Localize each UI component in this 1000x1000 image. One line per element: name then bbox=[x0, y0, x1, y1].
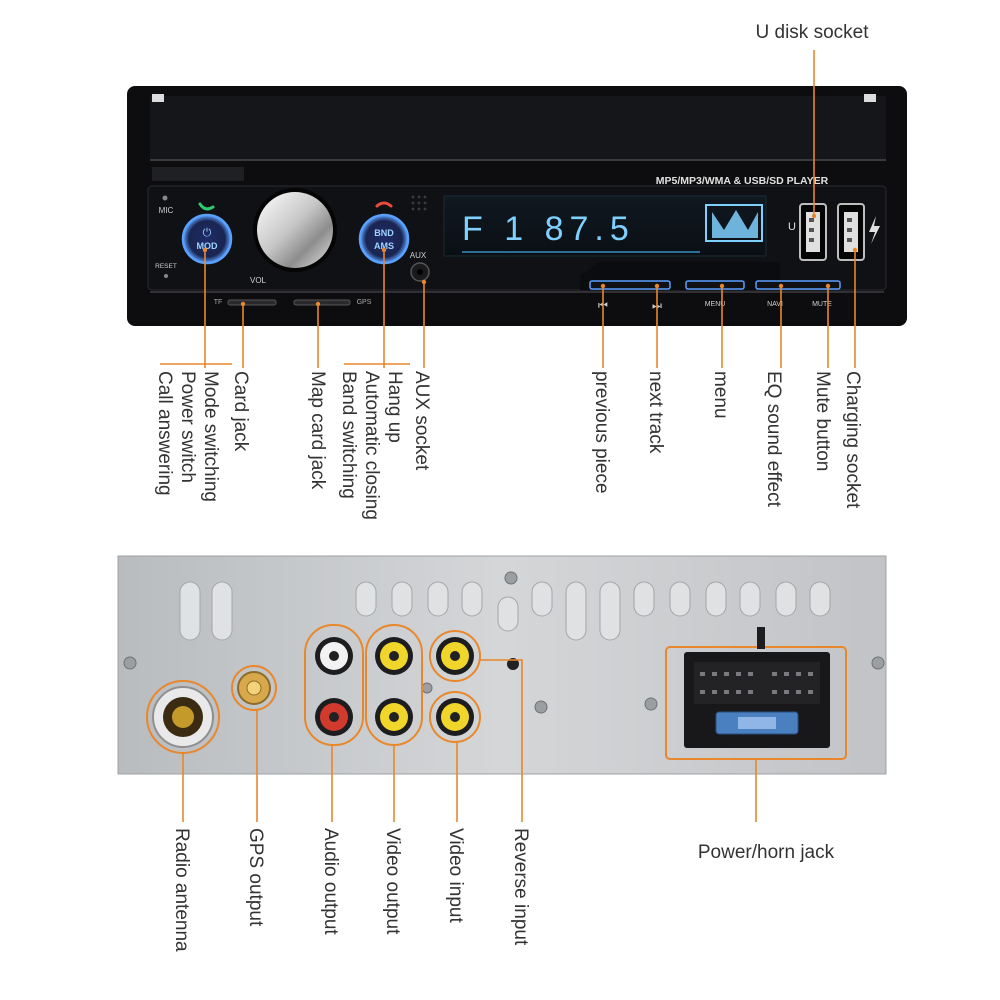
label-gps-output: GPS output bbox=[245, 828, 266, 927]
label-band-switching: Band switching bbox=[338, 371, 359, 499]
label-mute-button: Mute button bbox=[812, 371, 833, 471]
u-mark-label: U bbox=[788, 221, 796, 233]
label-previous-piece: previous piece bbox=[591, 371, 612, 494]
video-output-bottom[interactable] bbox=[375, 698, 413, 736]
front-panel: MP5/MP3/WMA & USB/SD PLAYER F 1 87.5 MIC… bbox=[127, 86, 907, 326]
label-audio-output: Audio output bbox=[320, 828, 341, 935]
player-header: MP5/MP3/WMA & USB/SD PLAYER bbox=[656, 175, 829, 187]
video-output-top[interactable] bbox=[375, 637, 413, 675]
label-hang-up: Hang up bbox=[384, 371, 405, 443]
label-call-answering: Call answering bbox=[154, 371, 175, 496]
vent-slots bbox=[179, 581, 831, 641]
lcd-spectrum-icon bbox=[705, 204, 763, 242]
rear-labels: Radio antenna GPS output Audio output Vi… bbox=[171, 828, 531, 952]
label-aux-socket: AUX socket bbox=[411, 371, 432, 471]
navi-mute-button[interactable] bbox=[755, 280, 841, 290]
audio-output-red[interactable] bbox=[315, 698, 353, 736]
call-icon bbox=[198, 202, 215, 211]
prev-next-button[interactable] bbox=[589, 280, 671, 290]
rear-panel bbox=[117, 555, 887, 775]
label-u-disk-socket: U disk socket bbox=[756, 22, 870, 43]
vol-label: VOL bbox=[250, 276, 267, 285]
lightning-icon bbox=[869, 216, 880, 244]
volume-knob[interactable] bbox=[253, 188, 337, 272]
reverse-input-port[interactable] bbox=[429, 630, 481, 682]
radio-antenna-port[interactable] bbox=[146, 680, 220, 754]
label-video-input: Video input bbox=[445, 828, 466, 923]
reset-button[interactable] bbox=[164, 274, 168, 278]
label-video-output: Video output bbox=[382, 828, 403, 935]
aux-port[interactable] bbox=[410, 262, 430, 282]
tf-card-slot[interactable] bbox=[227, 299, 277, 306]
lcd-frequency: F 1 87.5 bbox=[462, 210, 635, 248]
label-reverse-input: Reverse input bbox=[510, 828, 531, 946]
audio-output-white[interactable] bbox=[315, 637, 353, 675]
front-leader-lines bbox=[160, 50, 858, 368]
label-radio-antenna: Radio antenna bbox=[171, 828, 192, 952]
hangup-icon bbox=[375, 201, 393, 208]
speaker-grille bbox=[411, 195, 427, 211]
mic-label: MIC bbox=[159, 206, 174, 215]
charging-port[interactable] bbox=[837, 203, 865, 261]
label-eq-sound-effect: EQ sound effect bbox=[763, 371, 784, 508]
label-power-horn-jack: Power/horn jack bbox=[698, 842, 835, 863]
label-charging-socket: Charging socket bbox=[842, 371, 863, 509]
front-labels: Call answering Power switch Mode switchi… bbox=[154, 371, 863, 520]
gps-slot-label: GPS bbox=[357, 299, 372, 306]
navi-button-label: NAVI bbox=[767, 301, 783, 308]
gps-port[interactable] bbox=[231, 665, 277, 711]
label-map-card-jack: Map card jack bbox=[307, 371, 328, 490]
rear-leader-lines bbox=[182, 659, 757, 822]
label-power-switch: Power switch bbox=[177, 371, 198, 483]
reset-label: RESET bbox=[155, 263, 177, 270]
map-card-slot[interactable] bbox=[293, 299, 351, 306]
svg-text:AMS: AMS bbox=[374, 241, 394, 251]
power-horn-connector[interactable] bbox=[684, 627, 830, 748]
label-automatic-closing: Automatic closing bbox=[361, 371, 382, 520]
tf-label: TF bbox=[214, 299, 223, 306]
menu-button[interactable] bbox=[685, 280, 745, 290]
label-menu: menu bbox=[710, 371, 731, 419]
aux-label: AUX bbox=[410, 251, 427, 260]
svg-text:BND: BND bbox=[374, 228, 394, 238]
screws bbox=[123, 571, 885, 714]
svg-text:⏻: ⏻ bbox=[203, 227, 212, 239]
label-mode-switching: Mode switching bbox=[200, 371, 221, 502]
label-next-track: next track bbox=[645, 371, 666, 454]
bnd-ams-button[interactable]: BND AMS bbox=[358, 213, 410, 265]
menu-button-label: MENU bbox=[705, 301, 726, 308]
u-disk-port[interactable] bbox=[799, 203, 827, 261]
mute-button-label: MUTE bbox=[812, 301, 832, 308]
svg-text:MOD: MOD bbox=[197, 241, 218, 251]
video-input-port[interactable] bbox=[429, 691, 481, 743]
label-card-jack: Card jack bbox=[230, 371, 251, 452]
button-row: ⏮ ⏭ MENU NAVI MUTE bbox=[589, 280, 841, 312]
panel-top-flap bbox=[150, 96, 886, 160]
mod-power-button[interactable]: ⏻ MOD bbox=[181, 213, 233, 265]
